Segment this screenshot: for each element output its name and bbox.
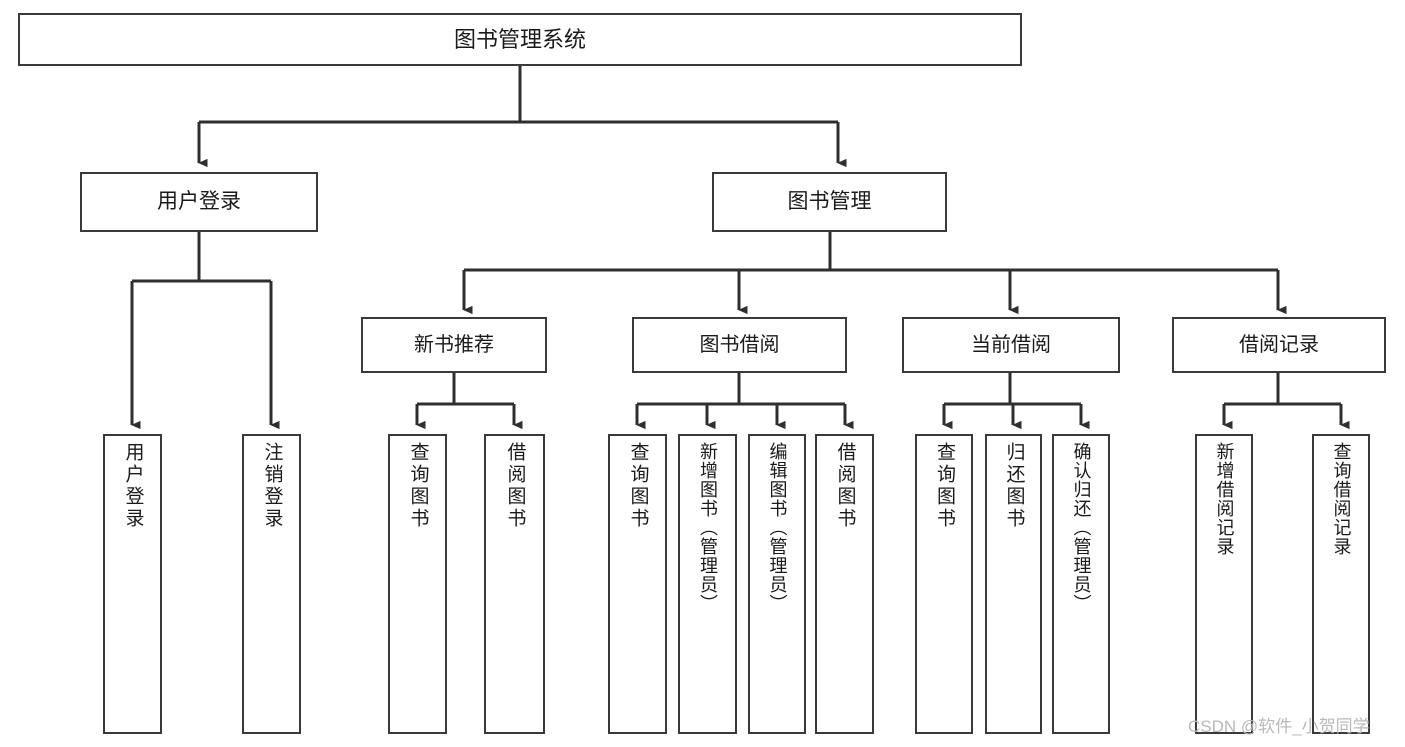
node-leaf-return-book-label: 归还图书 (1003, 442, 1025, 530)
node-new-book-recommend[interactable]: 新书推荐 (361, 317, 547, 373)
node-book-manage-label: 图书管理 (787, 189, 872, 213)
node-leaf-add-book-admin[interactable]: 新增图书（管理员） (678, 434, 737, 734)
node-borrow-record[interactable]: 借阅记录 (1172, 317, 1386, 373)
node-leaf-logout[interactable]: 注销登录 (242, 434, 301, 734)
node-root-label: 图书管理系统 (453, 26, 586, 52)
node-leaf-add-book-admin-label: 新增图书（管理员） (697, 442, 718, 613)
node-leaf-query-borrow-record[interactable]: 查询借阅记录 (1312, 434, 1370, 734)
node-current-borrow-label: 当前借阅 (971, 333, 1051, 356)
node-leaf-add-borrow-record[interactable]: 新增借阅记录 (1195, 434, 1253, 734)
node-book-manage[interactable]: 图书管理 (712, 172, 947, 232)
node-leaf-user-login[interactable]: 用户登录 (103, 434, 162, 734)
node-root[interactable]: 图书管理系统 (18, 13, 1022, 66)
node-leaf-query-book-1-label: 查询图书 (407, 442, 429, 530)
node-leaf-query-book-1[interactable]: 查询图书 (388, 434, 447, 734)
node-user-login[interactable]: 用户登录 (80, 172, 318, 232)
node-leaf-user-login-label: 用户登录 (122, 442, 144, 530)
node-book-borrow[interactable]: 图书借阅 (632, 317, 847, 373)
node-leaf-query-book-3[interactable]: 查询图书 (915, 434, 973, 734)
node-leaf-query-book-2-label: 查询图书 (627, 442, 649, 530)
node-leaf-query-borrow-record-label: 查询借阅记录 (1331, 442, 1352, 556)
node-leaf-logout-label: 注销登录 (261, 442, 283, 530)
node-leaf-query-book-3-label: 查询图书 (933, 442, 955, 530)
node-book-borrow-label: 图书借阅 (699, 333, 780, 356)
csdn-watermark: CSDN @软件_小贺同学 (1188, 717, 1370, 736)
node-leaf-add-borrow-record-label: 新增借阅记录 (1214, 442, 1235, 556)
node-leaf-confirm-return-admin[interactable]: 确认归还（管理员） (1052, 434, 1110, 734)
node-leaf-borrow-book-2-label: 借阅图书 (834, 442, 856, 530)
node-leaf-query-book-2[interactable]: 查询图书 (608, 434, 667, 734)
node-borrow-record-label: 借阅记录 (1239, 333, 1319, 356)
node-leaf-borrow-book-1-label: 借阅图书 (504, 442, 526, 530)
node-leaf-return-book[interactable]: 归还图书 (985, 434, 1042, 734)
node-leaf-borrow-book-1[interactable]: 借阅图书 (484, 434, 545, 734)
node-leaf-borrow-book-2[interactable]: 借阅图书 (815, 434, 874, 734)
node-leaf-edit-book-admin-label: 编辑图书（管理员） (767, 442, 788, 613)
node-new-book-recommend-label: 新书推荐 (414, 333, 494, 356)
node-leaf-confirm-return-admin-label: 确认归还（管理员） (1071, 442, 1092, 613)
node-leaf-edit-book-admin[interactable]: 编辑图书（管理员） (748, 434, 806, 734)
node-current-borrow[interactable]: 当前借阅 (902, 317, 1120, 373)
node-user-login-label: 用户登录 (157, 189, 241, 213)
